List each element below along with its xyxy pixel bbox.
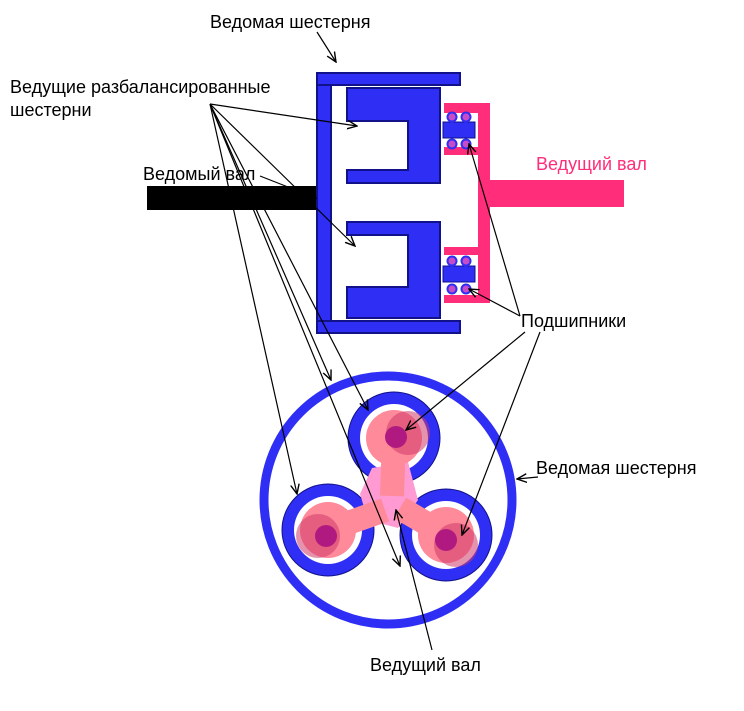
label-driven-gear-top: Ведомая шестерня — [210, 12, 371, 32]
driving-shaft-section — [444, 103, 624, 303]
label-unbalanced-gears-line1: Ведущие разбалансированные — [10, 77, 271, 97]
bearing-upper — [442, 111, 476, 150]
unbalanced-gear-upper — [346, 87, 441, 184]
pointer-arrows — [209, 31, 541, 651]
label-driving-shaft-top: Ведущий вал — [536, 154, 647, 174]
driven-gear-ring — [259, 371, 517, 629]
label-driven-shaft: Ведомый вал — [143, 164, 256, 184]
unbalanced-gear-lower — [346, 221, 441, 319]
label-bearings: Подшипники — [521, 311, 627, 331]
label-driven-gear-side: Ведомая шестерня — [536, 458, 697, 478]
bearing-lower — [442, 255, 476, 295]
label-unbalanced-gears-line2: шестерни — [10, 100, 92, 120]
driven-gear-housing — [316, 72, 461, 334]
label-driving-shaft-bottom: Ведущий вал — [370, 655, 481, 675]
